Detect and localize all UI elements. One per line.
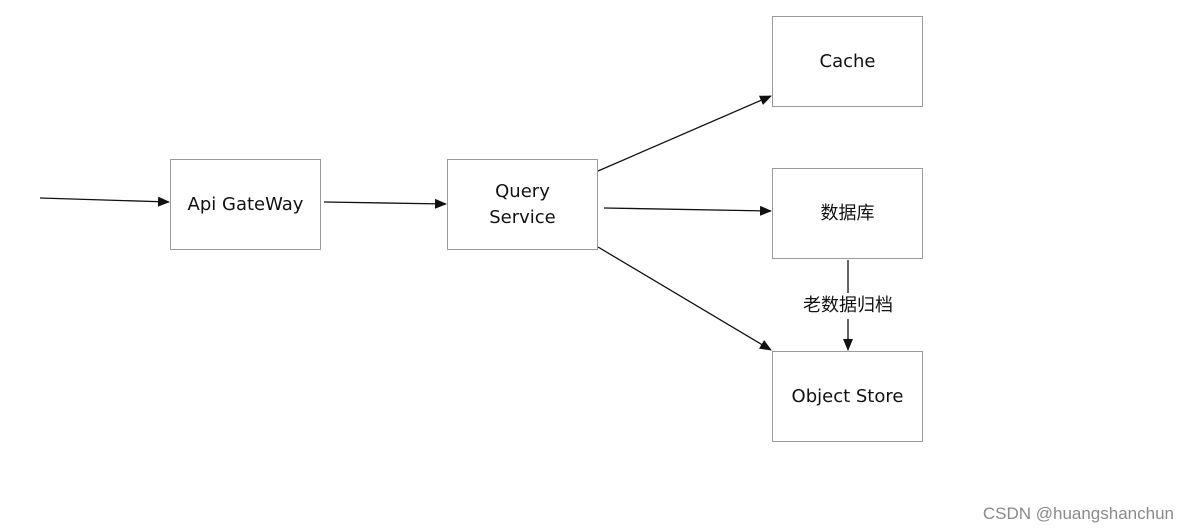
arrow-entry-to-gateway	[39, 196, 170, 207]
arrow-query-to-object-store	[597, 246, 772, 351]
watermark: CSDN @huangshanchun	[982, 504, 1174, 523]
query-service-node: Query Service	[447, 159, 598, 250]
api-gateway-label: Api GateWay	[187, 193, 304, 215]
arrow-gateway-to-query	[323, 198, 447, 209]
arrow-query-to-cache	[597, 95, 772, 172]
cache-label: Cache	[819, 50, 876, 72]
arrow-query-to-database	[603, 205, 772, 216]
api-gateway-node: Api GateWay	[170, 159, 321, 250]
object-store-node: Object Store	[772, 351, 923, 442]
database-label: 数据库	[820, 202, 875, 224]
query-service-label: Query Service	[489, 180, 556, 228]
cache-node: Cache	[772, 16, 923, 107]
object-store-label: Object Store	[791, 385, 904, 407]
database-node: 数据库	[772, 168, 923, 259]
archive-edge-label: 老数据归档	[788, 293, 908, 319]
